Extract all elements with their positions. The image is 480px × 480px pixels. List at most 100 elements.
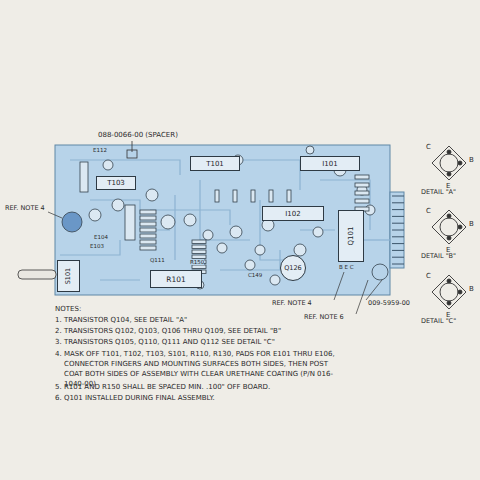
transistor-body	[440, 283, 458, 301]
detail-label: DETAIL "C"	[421, 318, 456, 325]
resistor-symbol	[233, 190, 237, 202]
part-label: Q101	[347, 227, 355, 246]
copper-trace	[240, 160, 300, 190]
resistor-symbol	[355, 191, 369, 195]
capacitor-symbol	[245, 260, 255, 270]
transistor-lead	[458, 225, 462, 229]
transistor-lead	[458, 161, 462, 165]
detail-label: DETAIL "A"	[421, 189, 456, 196]
resistor-symbol	[287, 190, 291, 202]
resistor-body: R101	[150, 270, 202, 288]
connector-finger	[392, 250, 404, 251]
copper-trace	[174, 195, 175, 260]
transistor-outline	[432, 275, 466, 309]
connector-finger	[392, 236, 404, 237]
capacitor-symbol	[112, 199, 124, 211]
ref-designator: Q111	[150, 257, 165, 263]
transistor-body: Q101	[338, 210, 364, 262]
resistor-symbol	[125, 205, 135, 240]
ref-designator: R150	[190, 259, 204, 265]
part-label: T103	[107, 179, 125, 187]
pin-label: C	[426, 272, 431, 280]
part-label: I101	[322, 160, 337, 168]
capacitor-symbol	[270, 275, 280, 285]
note-reference: REF. NOTE 6	[304, 314, 344, 321]
pin-label: C	[426, 207, 431, 215]
resistor-symbol	[140, 216, 156, 220]
switch-body: S101	[57, 260, 80, 292]
pin-label: B	[469, 156, 474, 164]
capacitor-symbol	[313, 227, 323, 237]
transformer-body: T103	[96, 176, 136, 190]
capacitor-symbol	[306, 146, 314, 154]
pin-label: B	[469, 220, 474, 228]
transistor-lead	[447, 236, 451, 240]
notes-heading: NOTES:	[55, 305, 81, 313]
capacitor-symbol	[161, 215, 175, 229]
capacitor-symbol	[203, 230, 213, 240]
note-text: 5. R101 AND R150 SHALL BE SPACED MIN. .1…	[55, 383, 270, 391]
part-number: 009-5959-00	[368, 300, 410, 307]
connector-finger	[392, 243, 404, 244]
resistor-symbol	[140, 240, 156, 244]
resistor-symbol	[192, 245, 206, 249]
connector-finger	[392, 223, 404, 224]
terminal-label: E103	[90, 243, 104, 249]
copper-trace	[100, 279, 140, 280]
transistor-outline	[432, 210, 466, 244]
connector-finger	[392, 216, 404, 217]
resistor-symbol	[269, 190, 273, 202]
resistor-symbol	[192, 250, 206, 254]
pin-label: C	[426, 143, 431, 151]
note-reference: REF. NOTE 4	[272, 300, 312, 307]
capacitor-symbol	[230, 226, 242, 238]
ref-designator: C149	[248, 272, 262, 278]
part-label: S101	[64, 268, 72, 285]
capacitor-body: Q126	[280, 255, 306, 281]
resistor-symbol	[192, 255, 206, 259]
part-label: I102	[285, 210, 300, 218]
note-text: 3. TRANSISTORS Q105, Q110, Q111 AND Q112…	[55, 338, 275, 346]
pin-label: B E C	[339, 264, 354, 270]
note-text: 6. Q101 INSTALLED DURING FINAL ASSEMBLY.	[55, 394, 215, 402]
resistor-symbol	[215, 190, 219, 202]
resistor-symbol	[192, 265, 206, 269]
transistor-outline	[432, 146, 466, 180]
copper-trace	[220, 250, 280, 270]
capacitor-symbol	[146, 189, 158, 201]
part-label: T101	[206, 160, 224, 168]
copper-trace	[360, 239, 390, 240]
copper-trace	[60, 240, 120, 255]
connector-finger	[392, 209, 404, 210]
capacitor-symbol	[89, 209, 101, 221]
connector-finger	[392, 264, 404, 265]
capacitor-symbol	[103, 160, 113, 170]
note-text: 1. TRANSISTOR Q104, SEE DETAIL "A"	[55, 316, 187, 324]
part-number: 088-0066-00 (SPACER)	[98, 131, 178, 139]
transistor-lead	[447, 150, 451, 154]
detail-label: DETAIL "B"	[421, 253, 456, 260]
note-reference: REF. NOTE 4	[5, 205, 45, 212]
pin-label: B	[469, 285, 474, 293]
transistor-lead	[458, 290, 462, 294]
ic-body: I102	[262, 206, 324, 221]
resistor-symbol	[140, 210, 156, 214]
terminal-label: E112	[93, 147, 107, 153]
transistor-lead	[447, 214, 451, 218]
ic-body: I101	[300, 156, 360, 171]
diode-symbol	[80, 162, 88, 192]
resistor-symbol	[140, 228, 156, 232]
connector-finger	[392, 257, 404, 258]
transistor-lead	[447, 172, 451, 176]
terminal-label: E104	[94, 234, 108, 240]
transistor-body	[440, 154, 458, 172]
connector-finger	[392, 202, 404, 203]
resistor-symbol	[192, 240, 206, 244]
capacitor-symbol	[255, 245, 265, 255]
transistor-lead	[447, 301, 451, 305]
transistor-lead	[447, 279, 451, 283]
resistor-symbol	[251, 190, 255, 202]
resistor-symbol	[355, 175, 369, 179]
part-label: R101	[166, 275, 186, 284]
